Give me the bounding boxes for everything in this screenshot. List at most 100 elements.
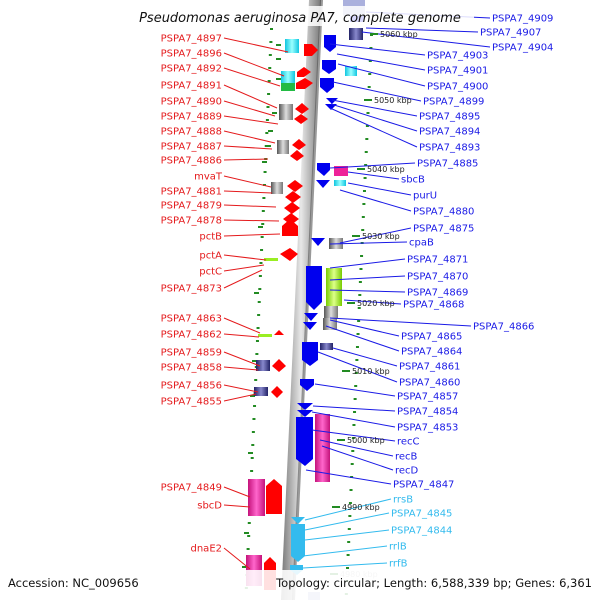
gene-label-left[interactable]: pctA: [199, 251, 222, 262]
gene-box[interactable]: [281, 71, 295, 85]
gene-label-left[interactable]: PSPA7_4881: [161, 187, 222, 198]
gene-label-left[interactable]: PSPA7_4897: [161, 34, 222, 45]
gene-arrow[interactable]: [285, 191, 301, 203]
gene-box[interactable]: [256, 360, 270, 371]
gene-box[interactable]: [324, 306, 338, 318]
gene-label-left[interactable]: PSPA7_4887: [161, 142, 222, 153]
gene-box[interactable]: [334, 180, 346, 186]
gene-label-right[interactable]: PSPA7_4880: [413, 207, 474, 218]
gene-arrow[interactable]: [325, 104, 337, 110]
gene-arrow[interactable]: [296, 417, 313, 466]
gene-arrow[interactable]: [294, 114, 308, 124]
gene-label-right[interactable]: PSPA7_4870: [407, 272, 468, 283]
gene-box[interactable]: [264, 258, 278, 261]
gene-box[interactable]: [248, 479, 265, 516]
gene-box[interactable]: [258, 334, 272, 337]
gene-arrow[interactable]: [290, 150, 304, 161]
gene-label-right[interactable]: cpaB: [409, 238, 434, 249]
gene-label-right[interactable]: rrsB: [393, 495, 413, 506]
gene-box[interactable]: [345, 66, 357, 76]
gene-label-right[interactable]: PSPA7_4904: [492, 43, 553, 54]
gene-label-right[interactable]: rrfB: [389, 559, 408, 570]
gene-label-left[interactable]: PSPA7_4891: [161, 81, 222, 92]
gene-arrow[interactable]: [311, 238, 325, 246]
gene-label-right[interactable]: PSPA7_4845: [391, 509, 452, 520]
gene-label-right[interactable]: PSPA7_4861: [399, 362, 460, 373]
gene-label-left[interactable]: pctB: [199, 232, 222, 243]
gene-box[interactable]: [277, 140, 289, 154]
gene-label-left[interactable]: PSPA7_4878: [161, 216, 222, 227]
gene-label-right[interactable]: PSPA7_4860: [399, 378, 460, 389]
gene-arrow[interactable]: [280, 248, 298, 261]
gene-box[interactable]: [320, 343, 333, 350]
gene-label-right[interactable]: PSPA7_4903: [427, 51, 488, 62]
gene-label-left[interactable]: PSPA7_4888: [161, 127, 222, 138]
gene-label-left[interactable]: PSPA7_4863: [161, 314, 222, 325]
gene-box[interactable]: [281, 83, 295, 91]
gene-label-left[interactable]: PSPA7_4886: [161, 156, 222, 167]
gene-label-left[interactable]: PSPA7_4858: [161, 363, 222, 374]
gene-label-right[interactable]: PSPA7_4893: [419, 143, 480, 154]
gene-arrow[interactable]: [272, 359, 286, 372]
gene-arrow[interactable]: [271, 386, 283, 398]
gene-label-right[interactable]: PSPA7_4864: [401, 347, 462, 358]
gene-box[interactable]: [285, 39, 299, 53]
gene-label-right[interactable]: PSPA7_4875: [413, 224, 474, 235]
gene-arrow[interactable]: [300, 379, 314, 391]
gene-label-left[interactable]: mvaT: [194, 172, 223, 183]
gene-label-left[interactable]: PSPA7_4859: [161, 348, 222, 359]
gene-label-left[interactable]: PSPA7_4849: [161, 483, 222, 494]
gene-arrow[interactable]: [304, 44, 318, 56]
gene-label-right[interactable]: PSPA7_4894: [419, 127, 480, 138]
gene-label-left[interactable]: PSPA7_4892: [161, 64, 222, 75]
gene-arrow[interactable]: [296, 78, 313, 89]
gene-label-right[interactable]: PSPA7_4844: [391, 526, 452, 537]
gene-label-left[interactable]: dnaE2: [191, 544, 223, 555]
gene-label-right[interactable]: PSPA7_4899: [423, 97, 484, 108]
gene-arrow[interactable]: [284, 202, 300, 214]
gene-arrow[interactable]: [303, 322, 317, 330]
gene-label-left[interactable]: PSPA7_4896: [161, 49, 222, 60]
gene-label-left[interactable]: pctC: [199, 267, 222, 278]
gene-label-right[interactable]: PSPA7_4900: [427, 82, 488, 93]
gene-label-right[interactable]: PSPA7_4857: [397, 392, 458, 403]
gene-box[interactable]: [349, 28, 363, 40]
gene-arrow[interactable]: [304, 313, 318, 321]
gene-label-left[interactable]: PSPA7_4855: [161, 397, 222, 408]
gene-label-right[interactable]: PSPA7_4901: [427, 66, 488, 77]
gene-label-right[interactable]: recD: [395, 466, 419, 477]
gene-arrow[interactable]: [322, 60, 336, 74]
gene-label-left[interactable]: PSPA7_4890: [161, 97, 222, 108]
gene-label-left[interactable]: PSPA7_4856: [161, 381, 222, 392]
gene-arrow[interactable]: [292, 139, 306, 150]
gene-arrow[interactable]: [295, 103, 309, 114]
gene-arrow[interactable]: [302, 342, 318, 366]
gene-arrow[interactable]: [297, 410, 313, 417]
gene-arrow[interactable]: [306, 266, 322, 310]
gene-arrow[interactable]: [324, 35, 336, 52]
gene-arrow[interactable]: [282, 219, 298, 236]
gene-arrow[interactable]: [326, 98, 338, 104]
gene-label-right[interactable]: recB: [395, 452, 418, 463]
gene-arrow[interactable]: [291, 524, 305, 562]
gene-label-right[interactable]: PSPA7_4895: [419, 112, 480, 123]
gene-label-right[interactable]: purU: [413, 191, 437, 202]
gene-label-left[interactable]: PSPA7_4873: [161, 284, 222, 295]
gene-label-right[interactable]: PSPA7_4909: [492, 14, 553, 25]
gene-label-right[interactable]: PSPA7_4847: [393, 480, 454, 491]
gene-label-right[interactable]: PSPA7_4885: [417, 159, 478, 170]
gene-arrow[interactable]: [297, 403, 313, 410]
gene-label-right[interactable]: rrlB: [389, 542, 407, 553]
gene-label-left[interactable]: PSPA7_4879: [161, 201, 222, 212]
gene-label-right[interactable]: PSPA7_4871: [407, 255, 468, 266]
gene-box[interactable]: [271, 182, 283, 194]
gene-box[interactable]: [334, 166, 348, 176]
gene-label-right[interactable]: PSPA7_4854: [397, 407, 458, 418]
gene-arrow[interactable]: [316, 180, 330, 188]
gene-label-right[interactable]: PSPA7_4869: [407, 288, 468, 299]
gene-box[interactable]: [326, 268, 342, 306]
gene-box[interactable]: [254, 387, 268, 396]
gene-label-right[interactable]: PSPA7_4868: [403, 300, 464, 311]
gene-label-right[interactable]: PSPA7_4907: [480, 28, 541, 39]
gene-arrow[interactable]: [266, 479, 282, 514]
